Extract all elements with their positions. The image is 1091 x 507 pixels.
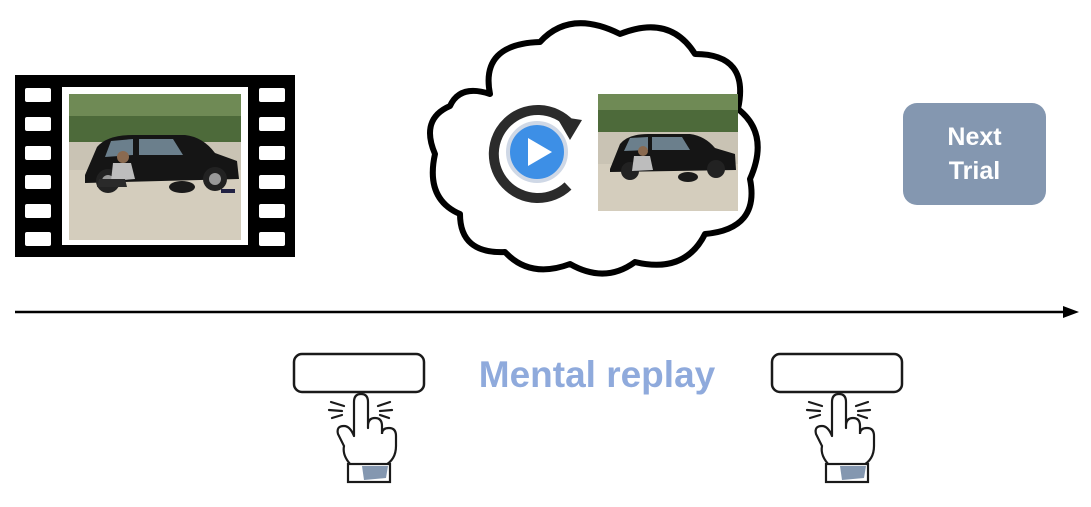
film-strip-icon bbox=[15, 75, 295, 257]
mental-replay-label: Mental replay bbox=[478, 354, 716, 395]
thought-cloud-icon bbox=[427, 20, 761, 277]
next-trial-button[interactable]: Next Trial bbox=[903, 103, 1046, 205]
video-frame bbox=[69, 94, 241, 240]
replay-icon bbox=[488, 105, 582, 203]
next-trial-line1: Next bbox=[947, 123, 1002, 151]
hand-press-button-icon bbox=[770, 352, 904, 484]
next-trial-line2: Trial bbox=[948, 157, 1001, 185]
hand-press-button-icon bbox=[292, 352, 426, 484]
replay-video-frame bbox=[598, 94, 738, 211]
timeline-arrow bbox=[15, 306, 1079, 318]
